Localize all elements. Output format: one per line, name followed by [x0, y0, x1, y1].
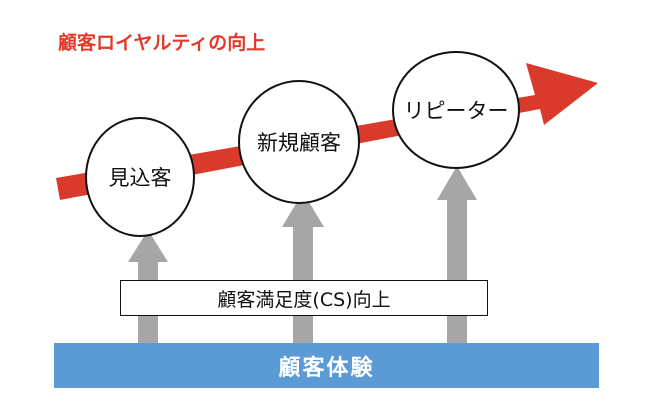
stage-circle-new-customer: 新規顧客	[238, 80, 360, 204]
diagram-title: 顧客ロイヤルティの向上	[58, 32, 266, 54]
foundation-bar	[54, 343, 599, 388]
stage-label-prospect: 見込客	[108, 166, 172, 190]
stage-label-new-customer: 新規顧客	[257, 131, 341, 155]
up-arrow-3	[437, 166, 477, 343]
stage-label-repeater: リピーター	[403, 99, 509, 123]
stage-circle-repeater: リピーター	[392, 51, 520, 169]
up-arrow-2	[282, 192, 324, 343]
stage-circle-prospect: 見込客	[85, 117, 195, 237]
satisfaction-label: 顧客満足度(CS)向上	[217, 288, 391, 311]
foundation-label-container: 顧客体験	[54, 343, 599, 388]
foundation-label: 顧客体験	[278, 355, 375, 381]
satisfaction-box: 顧客満足度(CS)向上	[120, 280, 488, 316]
